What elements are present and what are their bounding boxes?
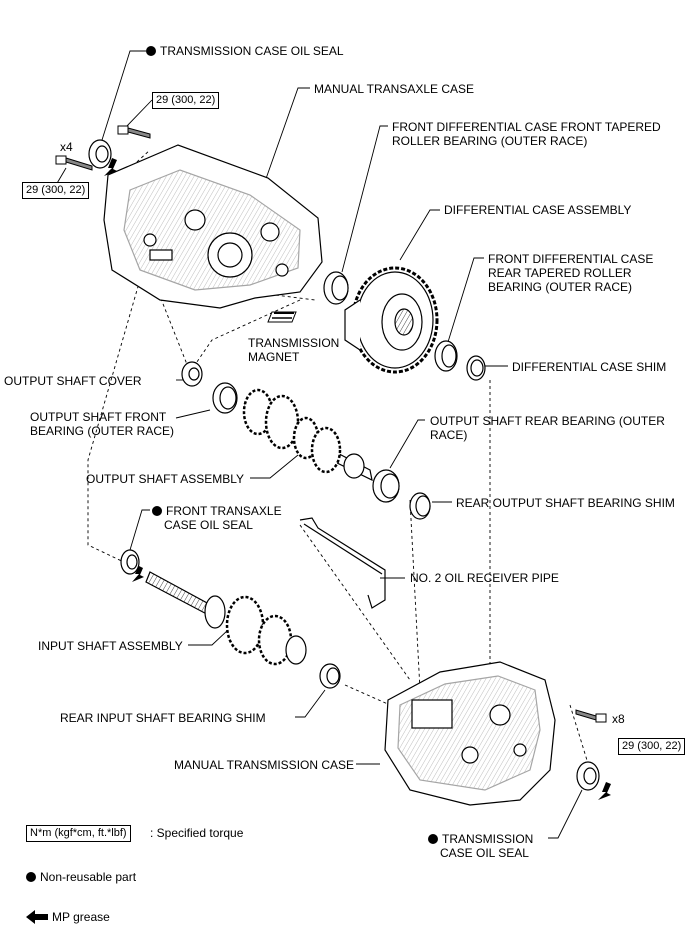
output-shaft-cover: [181, 361, 203, 387]
label-input-shaft-assembly: INPUT SHAFT ASSEMBLY: [38, 639, 183, 653]
oil-seal-bottom: [576, 761, 600, 791]
label-rear-output-shaft-bearing-shim: REAR OUTPUT SHAFT BEARING SHIM: [456, 496, 675, 510]
manual-transaxle-case: [103, 144, 323, 309]
front-diff-rear-bearing: [434, 340, 458, 372]
bolt-top: [55, 125, 151, 171]
label-transmission-magnet: TRANSMISSION MAGNET: [248, 336, 340, 364]
legend-torque-box: N*m (kgf*cm, ft.*lbf): [26, 825, 131, 842]
transmission-magnet: [267, 311, 297, 323]
arrow-left-icon: [26, 910, 48, 924]
legend-non-reusable: Non-reusable part: [26, 870, 136, 884]
label-output-shaft-assembly: OUTPUT SHAFT ASSEMBLY: [86, 472, 245, 486]
legend-mp-grease: MP grease: [26, 910, 110, 924]
label-output-shaft-front-bearing: OUTPUT SHAFT FRONT BEARING (OUTER RACE): [30, 410, 175, 438]
output-shaft-rear-bearing: [372, 469, 400, 503]
grease-arrow-bottom: [598, 782, 611, 800]
label-front-transaxle-case-oil-seal: FRONT TRANSAXLE CASE OIL SEAL: [152, 504, 282, 532]
non-reusable-icon: [428, 834, 438, 844]
differential-case-shim: [466, 355, 486, 381]
oil-receiver-pipe: [299, 517, 386, 609]
output-shaft-front-bearing: [212, 382, 238, 414]
leader-lines: [55, 50, 583, 839]
label-manual-transaxle-case: MANUAL TRANSAXLE CASE: [314, 82, 475, 96]
oil-seal-top: [88, 139, 112, 169]
legend-torque-desc: : Specified torque: [150, 826, 244, 840]
filled-circle-icon: [26, 872, 36, 882]
grease-arrow-front: [132, 566, 144, 582]
qty-x4: x4: [60, 140, 73, 154]
grease-arrow-top: [104, 158, 117, 176]
label-differential-case-shim: DIFFERENTIAL CASE SHIM: [512, 360, 667, 374]
label-output-shaft-cover: OUTPUT SHAFT COVER: [4, 374, 142, 388]
differential-case-assembly: [344, 266, 439, 374]
manual-transmission-case: [384, 661, 556, 806]
input-shaft-assembly: [145, 571, 307, 666]
label-transmission-case-oil-seal-top: TRANSMISSION CASE OIL SEAL: [146, 44, 344, 58]
label-output-shaft-rear-bearing: OUTPUT SHAFT REAR BEARING (OUTER RACE): [430, 414, 665, 442]
rear-input-shaft-bearing-shim: [319, 663, 341, 689]
label-rear-input-shaft-bearing-shim: REAR INPUT SHAFT BEARING SHIM: [60, 711, 266, 725]
label-manual-transmission-case: MANUAL TRANSMISSION CASE: [174, 758, 355, 772]
label-front-diff-rear-bearing: FRONT DIFFERENTIAL CASE REAR TAPERED ROL…: [488, 252, 654, 294]
assembly-dashed-lines: [87, 149, 591, 771]
label-transmission-case-oil-seal-bottom: TRANSMISSION CASE OIL SEAL: [428, 832, 533, 860]
front-diff-front-bearing: [323, 271, 349, 305]
torque-box-top: 29 (300, 22): [152, 92, 220, 109]
bolt-bottom: [575, 709, 607, 723]
torque-box-bottom: 29 (300, 22): [618, 738, 686, 755]
label-differential-case-assembly: DIFFERENTIAL CASE ASSEMBLY: [444, 203, 632, 217]
label-front-diff-front-bearing: FRONT DIFFERENTIAL CASE FRONT TAPERED RO…: [392, 120, 661, 148]
torque-box-left: 29 (300, 22): [22, 182, 90, 199]
qty-x8: x8: [612, 712, 625, 726]
non-reusable-icon: [146, 46, 156, 56]
front-transaxle-oil-seal: [120, 549, 140, 575]
label-no2-oil-receiver-pipe: NO. 2 OIL RECEIVER PIPE: [410, 571, 559, 585]
output-shaft-assembly: [242, 388, 373, 482]
rear-output-shaft-bearing-shim: [409, 492, 431, 520]
non-reusable-icon: [152, 506, 162, 516]
